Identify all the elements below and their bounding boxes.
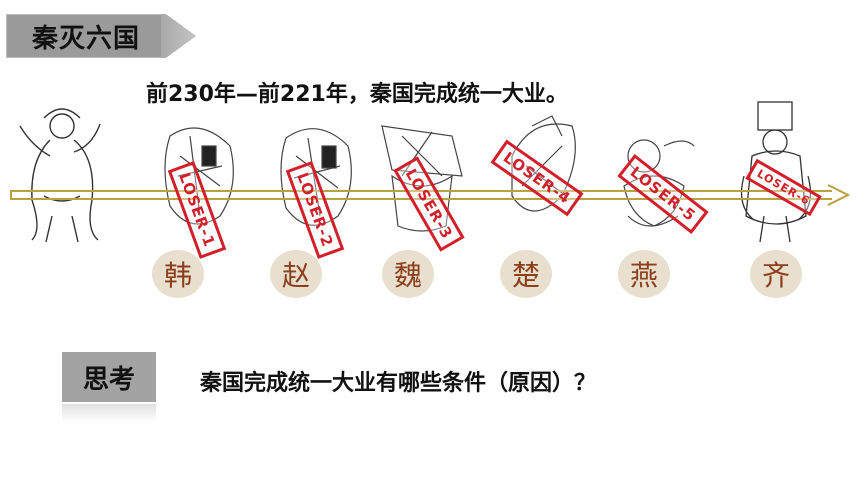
han-figure-icon [164,127,234,225]
timeline-arrow [10,184,850,206]
think-question: 秦国完成统一大业有哪些条件（原因）？ [200,371,597,396]
think-label: 思考 [62,352,156,402]
slide-subtitle: 前230年—前221年，秦国完成统一大业。 [146,82,568,107]
state-yan: 燕 [618,250,670,298]
slide-title: 秦灭六国 [32,24,141,54]
yan-figure-icon [623,139,695,227]
state-wei: 魏 [382,250,434,298]
state-chu: 楚 [500,250,552,298]
qin-emperor-figure-icon [19,108,101,243]
zhao-figure-icon [280,128,352,226]
state-zhao: 赵 [270,250,322,298]
qi-figure-icon [740,101,812,243]
state-han: 韩 [152,250,204,298]
title-banner [6,14,196,58]
state-qi: 齐 [750,250,802,298]
think-label-reflection [62,404,156,422]
wei-figure-icon [381,125,463,232]
chu-figure-icon [511,115,576,212]
